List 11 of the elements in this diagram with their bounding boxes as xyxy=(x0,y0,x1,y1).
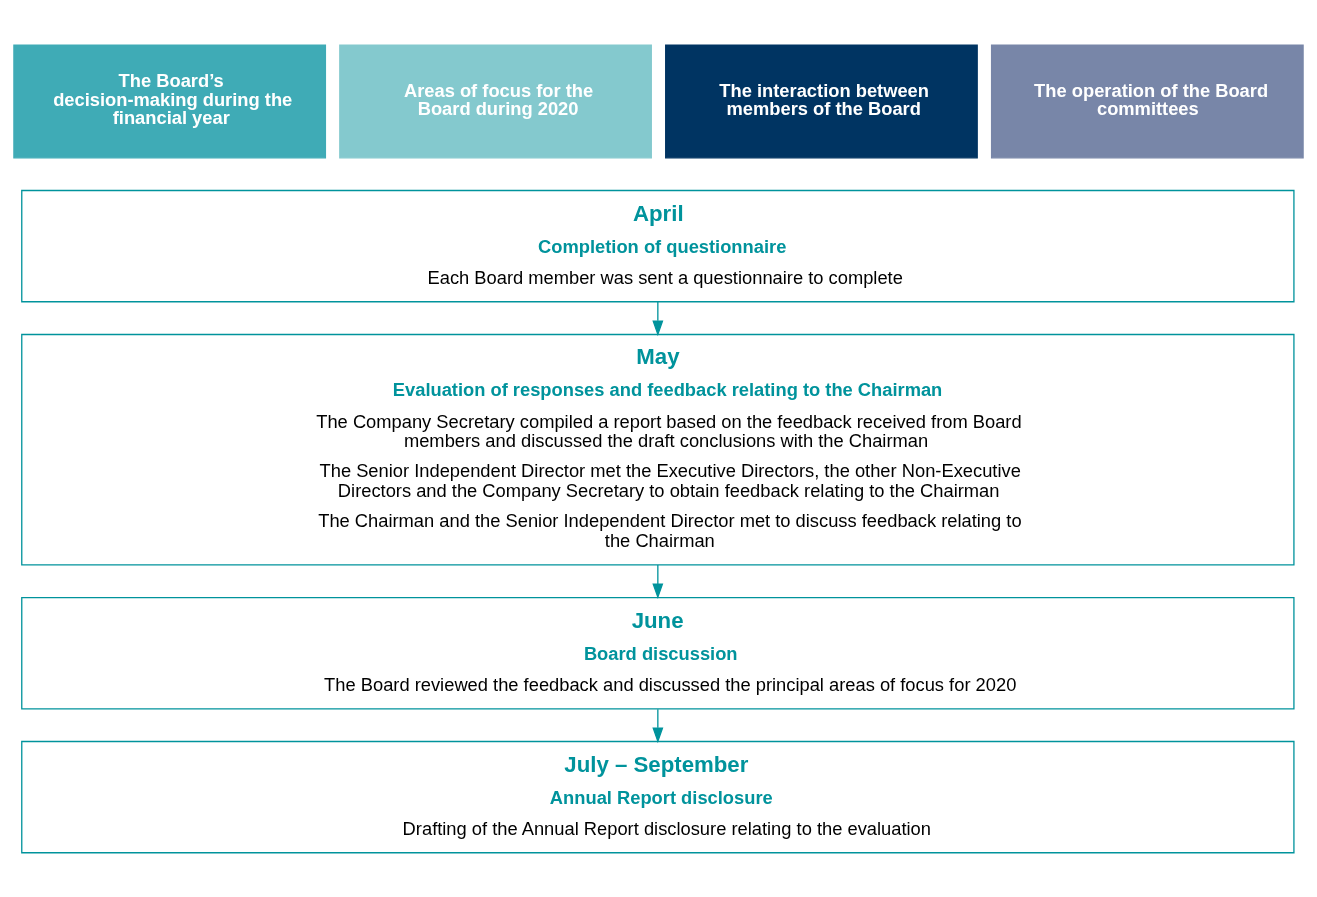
node-box: The interaction between members of the Board xyxy=(665,44,978,158)
node-box: The operation of the Board committees xyxy=(990,44,1304,158)
node-box: May Evaluation of responses and feedback relating to the Chairman The Company Secretary compiled a report based on the feedback received from Board members and discussed the draft conclusions with the Chairman The Senior Independent Director met the Executive Directors, the other Non-Executive Directors and the Company Secretary to obtain feedback relating to the Chairman The Chairman and the Senior Independent Director met to discuss feedback relating to the Chairman xyxy=(21,333,1295,565)
arrow xyxy=(652,563,664,599)
node-box: The Board’s decision-making during the financial year xyxy=(13,44,327,158)
arrow xyxy=(652,708,664,743)
node-box: April Completion of questionnaire Each Board member was sent a questionnaire to complete xyxy=(21,189,1295,302)
node-box: July – September Annual Report disclosure Drafting of the Annual Report disclosure relating to the evaluation xyxy=(21,740,1295,853)
node-box: June Board discussion The Board reviewed the feedback and discussed the principal areas of focus for 2020 xyxy=(21,596,1295,709)
arrow xyxy=(652,300,664,336)
node-box: Areas of focus for the Board during 2020 xyxy=(339,44,652,158)
